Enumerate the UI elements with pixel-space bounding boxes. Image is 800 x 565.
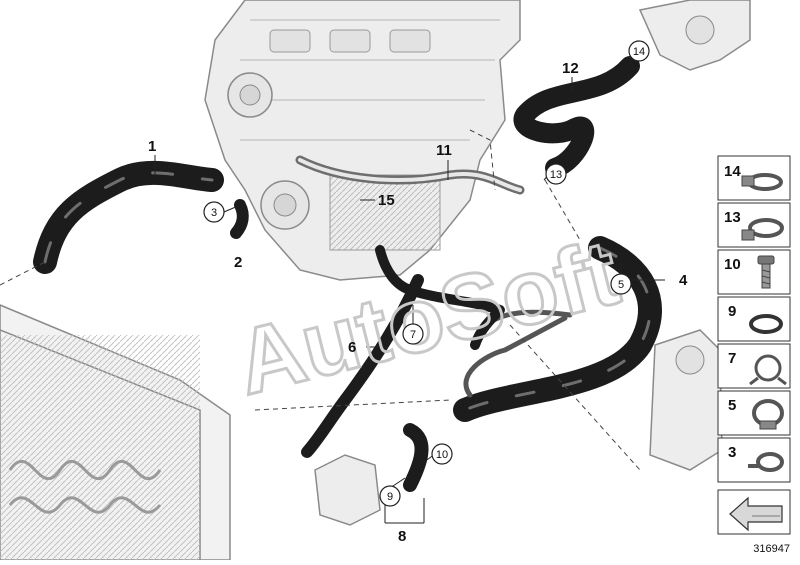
hose-clamp-icon — [752, 399, 784, 430]
thermostat-housing — [314, 454, 381, 526]
legend-item-arrow — [717, 489, 791, 535]
hose-8 — [403, 423, 429, 492]
dashed-leaders — [0, 129, 641, 471]
callout-4: 4 — [679, 272, 688, 289]
legend-item-10: 10 — [717, 249, 791, 295]
callout-13: 13 — [550, 169, 562, 181]
svg-text:5: 5 — [728, 397, 736, 414]
svg-text:13: 13 — [724, 209, 741, 226]
coolant-pump — [638, 0, 751, 71]
o-ring-icon — [749, 314, 783, 334]
callout-9: 9 — [387, 491, 393, 503]
legend-item-14: 14 — [717, 155, 791, 201]
document-number: 316947 — [753, 543, 790, 555]
hose-2 — [230, 199, 249, 239]
svg-text:7: 7 — [728, 350, 736, 367]
callout-12: 12 — [562, 60, 579, 77]
spring-clip-icon — [749, 354, 787, 386]
parts-legend: 14 13 10 9 — [717, 155, 791, 535]
hose-clamp-icon — [741, 218, 784, 241]
svg-text:14: 14 — [724, 163, 741, 180]
screw-icon — [757, 255, 775, 289]
hose-12 — [513, 56, 640, 178]
callout-8: 8 — [398, 528, 406, 545]
callout-11: 11 — [436, 142, 452, 159]
legend-item-5: 5 — [717, 390, 791, 436]
callout-3: 3 — [211, 207, 217, 219]
circled-callouts: 3 5 7 9 10 13 14 — [203, 40, 650, 507]
hose-4 — [453, 236, 662, 422]
legend-item-7: 7 — [717, 343, 791, 389]
callout-2: 2 — [234, 254, 242, 271]
svg-text:3: 3 — [728, 444, 736, 461]
callout-10: 10 — [436, 449, 448, 461]
radiator — [0, 304, 231, 561]
legend-item-3: 3 — [717, 437, 791, 483]
hose-clamp-icon — [741, 173, 783, 191]
svg-text:9: 9 — [728, 303, 736, 320]
hose-1 — [33, 160, 224, 274]
callout-7: 7 — [410, 329, 416, 341]
legend-item-9: 9 — [717, 296, 791, 342]
spring-clamp-icon — [748, 452, 784, 472]
arrow-shim-icon — [729, 496, 783, 532]
callout-5: 5 — [618, 279, 624, 291]
callout-14: 14 — [633, 46, 645, 58]
hose-to-tank — [375, 245, 505, 350]
callout-numbers: 1 2 4 6 8 11 12 15 — [148, 60, 688, 545]
callout-15: 15 — [378, 192, 395, 209]
legend-item-13: 13 — [717, 202, 791, 248]
expansion-tank — [649, 329, 723, 471]
engine-block — [204, 0, 521, 281]
hoses — [33, 56, 662, 492]
callout-1: 1 — [148, 138, 156, 155]
hose-6 — [301, 274, 424, 458]
svg-text:10: 10 — [724, 256, 741, 273]
callout-6: 6 — [348, 339, 356, 356]
